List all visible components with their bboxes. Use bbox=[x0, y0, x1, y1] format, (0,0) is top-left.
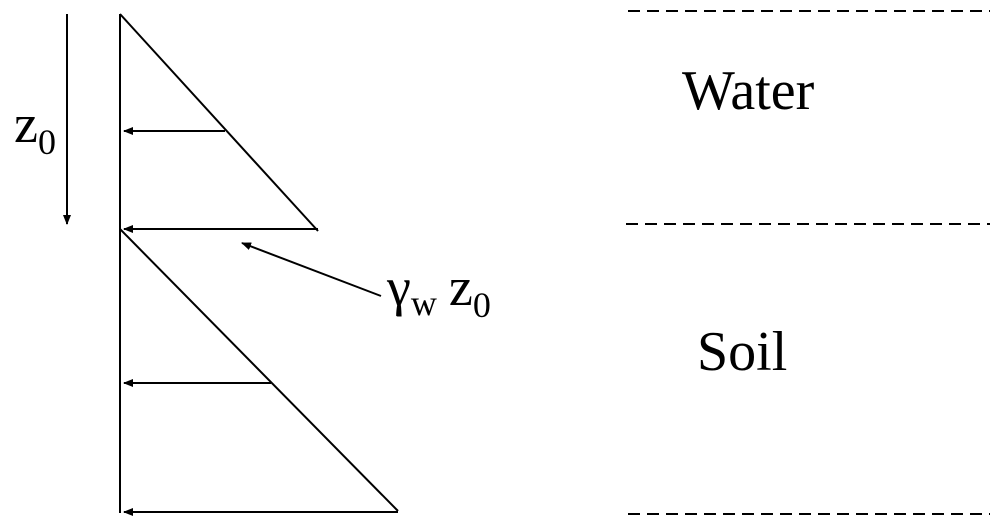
pressure-z: z bbox=[449, 257, 473, 317]
soil-triangle-hypotenuse bbox=[119, 228, 399, 512]
annotation-arrow bbox=[241, 242, 382, 297]
pressure-z-subscript: 0 bbox=[473, 285, 491, 325]
depth-subscript: 0 bbox=[38, 122, 56, 162]
pressure-gamma-subscript: w bbox=[411, 283, 437, 323]
depth-label: z0 bbox=[14, 94, 56, 162]
depth-symbol: z bbox=[14, 94, 38, 154]
water-triangle-hypotenuse bbox=[119, 13, 319, 232]
pressure-gamma: γ bbox=[386, 257, 411, 317]
layer-soil-label: Soil bbox=[697, 321, 787, 383]
layer-water-label: Water bbox=[682, 60, 815, 122]
